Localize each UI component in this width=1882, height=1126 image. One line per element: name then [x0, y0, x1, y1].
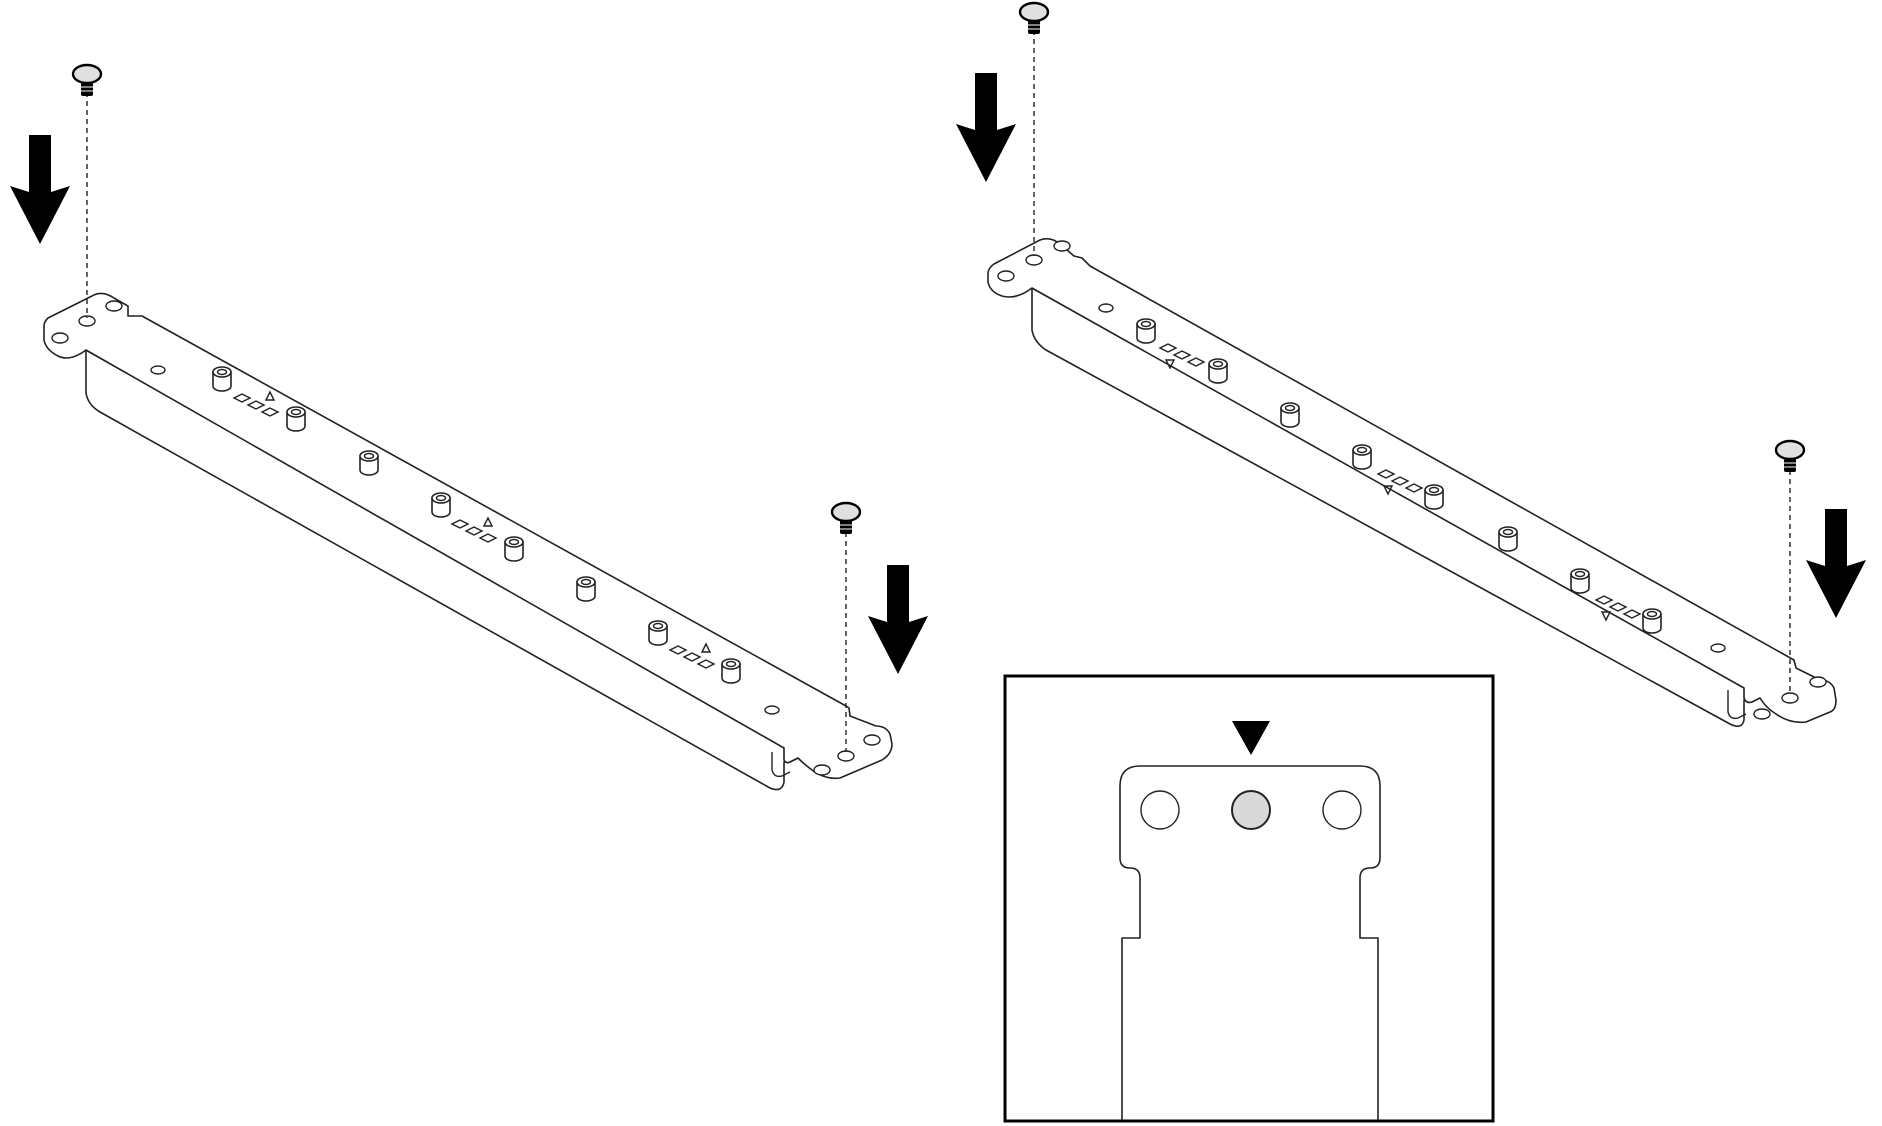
- right-bracket: [956, 1, 1866, 728]
- right-bracket-hole: [1098, 303, 1114, 313]
- screw-icon: [830, 501, 862, 536]
- left-bracket-hole: [813, 764, 831, 776]
- right-bracket-markers: [1594, 595, 1642, 622]
- left-bracket-flange: [43, 292, 893, 780]
- screw-icon: [1774, 439, 1806, 474]
- down-arrow-icon: [1806, 509, 1866, 618]
- right-bracket-markers: [1158, 343, 1206, 370]
- right-bracket-standoff: [1352, 444, 1372, 470]
- left-bracket-hole: [51, 332, 69, 344]
- left-bracket-hole: [150, 365, 166, 375]
- left-bracket-standoff: [576, 576, 596, 602]
- right-bracket-notch: [1727, 690, 1747, 720]
- left-bracket-hole: [863, 734, 881, 746]
- detail-inset: [1003, 674, 1495, 1123]
- left-bracket-standoff: [504, 536, 524, 562]
- bracket-end-hole: [1322, 790, 1362, 830]
- down-arrow-icon: [10, 135, 70, 244]
- right-bracket-standoff: [1642, 608, 1662, 634]
- left-bracket-standoff: [721, 658, 741, 684]
- left-bracket-screw-hole: [837, 750, 855, 762]
- right-bracket-standoff: [1570, 568, 1590, 594]
- left-bracket-standoff: [431, 492, 451, 518]
- right-bracket-flange: [987, 237, 1837, 724]
- left-bracket-standoff: [212, 366, 232, 392]
- right-bracket-hole: [1809, 676, 1827, 688]
- right-bracket-hole: [997, 270, 1015, 282]
- right-bracket-hole: [1053, 240, 1071, 252]
- down-arrow-icon: [956, 73, 1016, 182]
- left-bracket-hole: [105, 300, 123, 312]
- right-bracket-screw-hole: [1781, 692, 1799, 704]
- bracket-end-hole: [1140, 790, 1180, 830]
- left-bracket-notch: [771, 752, 791, 778]
- right-bracket-standoff: [1424, 484, 1444, 510]
- right-bracket-hole: [1753, 708, 1771, 720]
- triangle-down-icon: [1232, 721, 1270, 755]
- down-arrow-icon: [868, 565, 928, 674]
- right-bracket-markers: [1376, 469, 1424, 496]
- right-bracket-hole: [1710, 643, 1726, 653]
- right-bracket-standoff: [1280, 402, 1300, 428]
- right-bracket-standoff: [1208, 358, 1228, 384]
- right-bracket-screw-hole: [1025, 254, 1043, 266]
- left-bracket-standoff: [648, 620, 668, 646]
- left-bracket-standoff: [286, 406, 306, 432]
- screw-icon: [1018, 1, 1050, 36]
- right-bracket-standoff: [1498, 526, 1518, 552]
- left-bracket-screw-hole: [78, 315, 96, 327]
- right-bracket-standoff: [1136, 318, 1156, 344]
- left-bracket: [10, 63, 928, 791]
- bracket-end-outline: [1119, 765, 1381, 1120]
- left-bracket-hole: [764, 705, 780, 715]
- right-bracket-wall: [1031, 287, 1761, 728]
- left-bracket-standoff: [359, 450, 379, 476]
- screw-icon: [71, 63, 103, 98]
- left-bracket-wall: [85, 349, 803, 791]
- bracket-end-highlighted-hole: [1231, 790, 1271, 830]
